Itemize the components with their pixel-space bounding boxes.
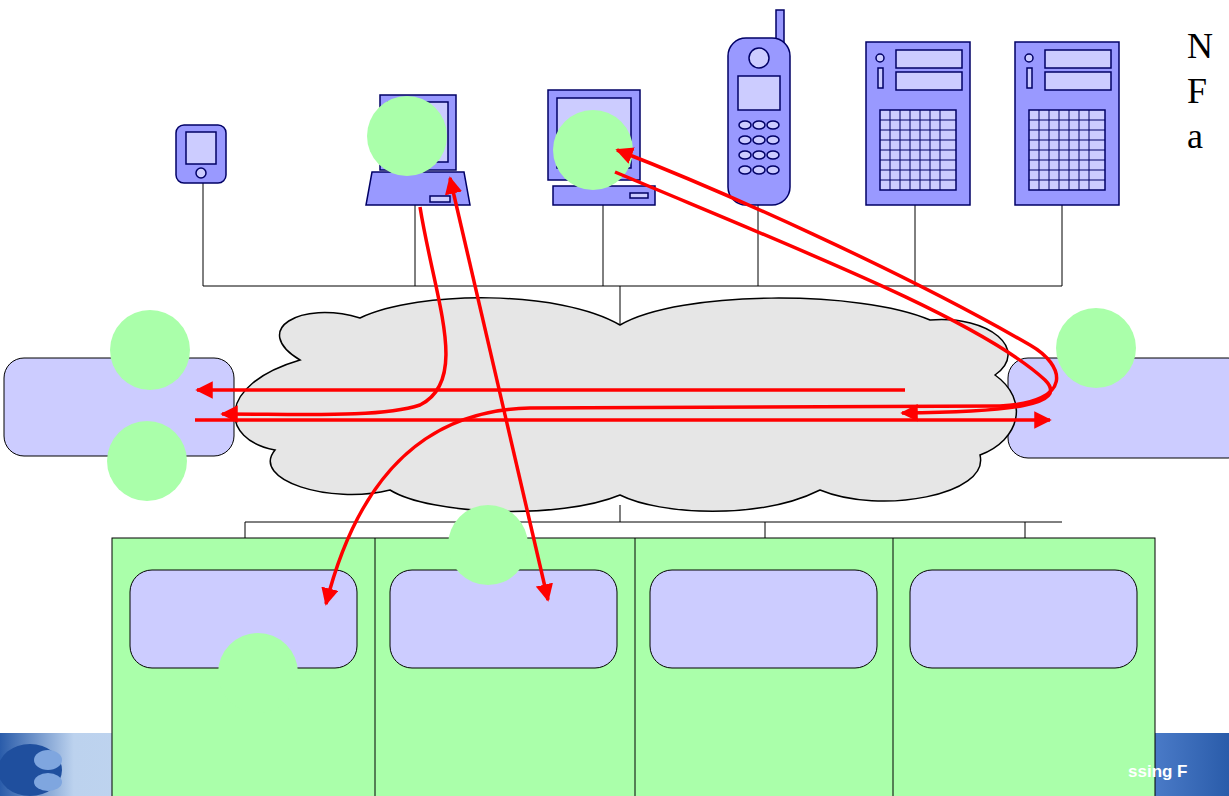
network-cloud [235,298,1017,512]
band-dividers [375,538,893,796]
phone-icon [728,10,790,205]
server-icon [866,42,970,205]
title-fragment: F [1187,73,1207,109]
flow-arrow [195,150,1057,604]
pda-icon [176,125,226,183]
laptop-icon [366,95,470,205]
server-icon [1015,42,1119,205]
footer-text: ssing F [1128,763,1188,780]
desktop-icon [548,90,655,205]
title-fragment: a [1187,118,1203,154]
host-band [112,538,1155,796]
footer-logo [0,744,62,796]
bus-wires [203,182,1062,538]
marker-dot [107,96,1136,713]
title-fragment: N [1187,28,1213,64]
